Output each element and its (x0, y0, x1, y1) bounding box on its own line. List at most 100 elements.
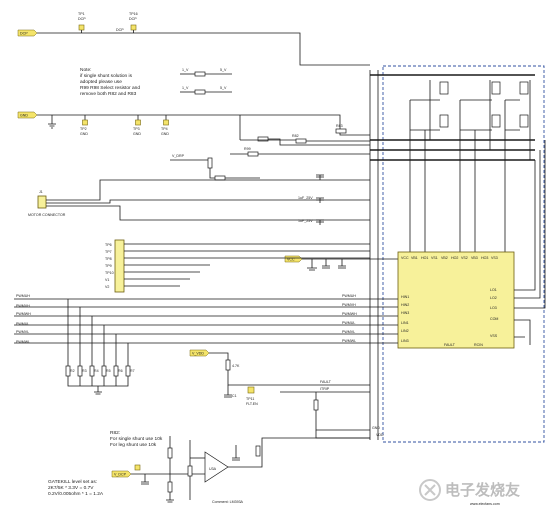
svg-text:LO1: LO1 (490, 288, 497, 292)
comparator-section: V_DCP U3A Comment: LM393A GND (111, 426, 380, 504)
svg-text:PWMVL: PWMVL (16, 330, 29, 334)
svg-text:TP11: TP11 (246, 397, 254, 401)
shunt-resistors: R99 R82 R83 (230, 115, 370, 157)
svg-text:HIN3: HIN3 (401, 311, 409, 315)
svg-text:V_DCP: V_DCP (114, 473, 127, 477)
svg-text:C1: C1 (232, 394, 237, 398)
pin-number-column (369, 70, 379, 440)
svg-text:PWMWL: PWMWL (342, 339, 356, 343)
svg-text:R6: R6 (118, 369, 123, 373)
vcc-net: VCC (284, 255, 400, 271)
svg-text:4.7K: 4.7K (232, 364, 240, 368)
gatekill-note: GATEKILL level set as: 2K7/5K * 3.3V = 0… (48, 479, 104, 497)
svg-text:PWMUL: PWMUL (342, 321, 355, 325)
watermark-url: www.elecfans.com (470, 502, 500, 506)
svg-text:1_V: 1_V (182, 68, 189, 72)
svg-text:DCP: DCP (20, 32, 28, 36)
svg-text:PWMUL: PWMUL (16, 322, 29, 326)
svg-text:V2: V2 (105, 285, 109, 289)
svg-text:TP16: TP16 (129, 12, 138, 16)
svg-text:VSS: VSS (490, 334, 498, 338)
svg-text:HO1: HO1 (421, 256, 428, 260)
svg-text:LIN1: LIN1 (401, 321, 409, 325)
test-point-tp2: TP2 GND (80, 115, 88, 136)
svg-text:For leg shunt use 10k: For leg shunt use 10k (110, 442, 157, 448)
watermark-logo: 电子发烧友 www.elecfans.com (419, 479, 520, 506)
svg-text:GND: GND (20, 114, 28, 118)
svg-text:For single shunt use 10k: For single shunt use 10k (110, 436, 163, 442)
svg-text:V_VDD: V_VDD (192, 352, 204, 356)
dcp-top-label: DCP (116, 28, 124, 32)
svg-text:RCIN: RCIN (474, 343, 483, 347)
svg-text:PWMWL: PWMWL (16, 340, 30, 344)
svg-text:1_V: 1_V (182, 86, 189, 90)
svg-text:TP8: TP8 (105, 257, 112, 261)
svg-text:U3A: U3A (209, 467, 217, 471)
svg-text:TP6: TP6 (105, 243, 112, 247)
svg-text:VB2: VB2 (441, 256, 448, 260)
test-point-tp4: TP4 GND (161, 115, 169, 136)
svg-text:Note:: Note: (80, 67, 91, 73)
svg-text:R82: R82 (292, 134, 299, 138)
svg-text:R7: R7 (130, 369, 135, 373)
test-point-tp3: TP3 GND (133, 115, 141, 136)
test-point-tp16: TP16 DCP (129, 12, 138, 33)
svg-text:VB1: VB1 (411, 256, 418, 260)
svg-text:PWMWH: PWMWH (16, 312, 31, 316)
bootstrap-caps: 1uF_25V 1uF_25V (298, 174, 324, 225)
svg-text:5_V: 5_V (220, 86, 227, 90)
svg-text:COM: COM (490, 317, 498, 321)
resistor-network-top: 1_V 5_V 1_V 5_V (180, 68, 232, 95)
svg-text:HO2: HO2 (451, 256, 458, 260)
signal-connector: TP6 TP7 TP8 TP9 TP10 V1 V2 (105, 239, 370, 293)
svg-text:LO2: LO2 (490, 296, 497, 300)
svg-text:FLT.EN: FLT.EN (246, 402, 258, 406)
svg-text:LIN2: LIN2 (401, 329, 409, 333)
pulldown-resistors: R2 R3 R4 R5 R6 R7 (65, 299, 135, 395)
svg-text:VS3: VS3 (491, 256, 498, 260)
svg-text:VCC: VCC (401, 256, 409, 260)
svg-text:TP9: TP9 (105, 264, 112, 268)
svg-text:1uF_25V: 1uF_25V (298, 219, 313, 223)
dcp-net-left: DCP (17, 29, 38, 37)
svg-text:TP10: TP10 (105, 271, 114, 275)
svg-text:TP2: TP2 (80, 127, 87, 131)
svg-text:VB3: VB3 (471, 256, 478, 260)
svg-text:VS2: VS2 (461, 256, 468, 260)
pwm-lines: PWMUH PWMVH PWMWH PWMUL PWMVL PWMWL PWMU… (14, 294, 398, 344)
svg-text:FAULT: FAULT (320, 380, 332, 384)
power-module-boundary (382, 65, 545, 443)
svg-text:PWMVH: PWMVH (16, 304, 30, 308)
gnd-net-left: GND (17, 111, 38, 119)
svg-text:HIN2: HIN2 (401, 303, 409, 307)
svg-text:R5: R5 (106, 369, 111, 373)
watermark-text: 电子发烧友 (445, 481, 520, 499)
svg-text:R2: R2 (70, 369, 75, 373)
svg-text:LIN3: LIN3 (401, 339, 409, 343)
motor-connector: J1 MOTOR CONNECTOR (28, 179, 370, 221)
svg-text:GATEKILL level set as:: GATEKILL level set as: (48, 479, 97, 485)
svg-text:PWMUH: PWMUH (16, 294, 30, 298)
svg-text:ITRIP: ITRIP (320, 387, 330, 391)
fault-circuit: V_VDD 4.7K FAULT C1 TP11 FLT.EN ITRIP VD… (189, 349, 384, 439)
svg-text:V1: V1 (105, 278, 109, 282)
svg-text:R4: R4 (94, 369, 99, 373)
svg-text:FAULT: FAULT (444, 343, 456, 347)
test-point-tp1: TP1 DCP (78, 12, 86, 33)
shunt-note-bottom: R82: For single shunt use 10k For leg sh… (110, 430, 163, 448)
svg-text:1uF_25V: 1uF_25V (298, 196, 313, 200)
svg-text:GND: GND (133, 132, 141, 136)
svg-text:VS1: VS1 (431, 256, 438, 260)
svg-text:DCP: DCP (129, 17, 137, 21)
svg-text:remove both R82 and R83: remove both R82 and R83 (80, 91, 137, 97)
svg-text:TP7: TP7 (105, 250, 112, 254)
svg-text:GND: GND (161, 132, 169, 136)
svg-text:LO3: LO3 (490, 306, 497, 310)
svg-text:DCP: DCP (78, 17, 86, 21)
svg-text:J1: J1 (39, 190, 43, 194)
svg-text:R3: R3 (82, 369, 87, 373)
svg-text:if single shunt solution is: if single shunt solution is (80, 73, 133, 79)
svg-text:PWMVH: PWMVH (342, 303, 356, 307)
shunt-note: Note: if single shunt solution is adopte… (80, 67, 140, 97)
